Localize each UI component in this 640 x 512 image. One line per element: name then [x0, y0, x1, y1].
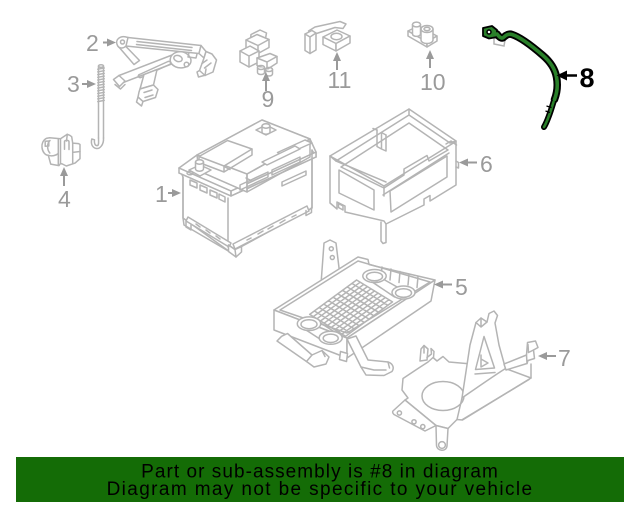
svg-text:7: 7	[558, 345, 571, 371]
svg-text:Diagram may not be specific to: Diagram may not be specific to your vehi…	[107, 479, 534, 500]
svg-text:11: 11	[328, 67, 352, 93]
svg-text:8: 8	[580, 63, 595, 93]
svg-text:9: 9	[262, 86, 275, 112]
svg-text:1: 1	[155, 181, 168, 207]
svg-text:Part or sub-assembly is #8 in: Part or sub-assembly is #8 in diagram	[141, 462, 499, 483]
svg-text:6: 6	[480, 151, 493, 177]
svg-text:10: 10	[420, 69, 446, 95]
svg-text:3: 3	[67, 71, 80, 97]
svg-text:2: 2	[86, 30, 99, 56]
svg-text:5: 5	[455, 274, 468, 300]
svg-text:4: 4	[58, 186, 71, 212]
